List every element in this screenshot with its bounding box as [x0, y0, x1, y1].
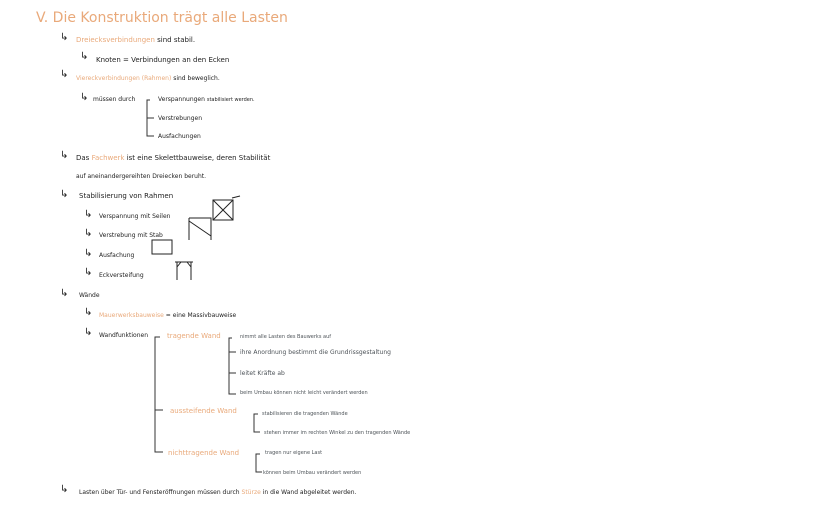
frame-sketches — [151, 195, 241, 280]
arrow-icon: ↳ — [80, 92, 89, 103]
bracket-wall-functions — [154, 336, 163, 453]
line-timber-frame: Das Fachwerk ist eine Skelettbauweise, d… — [76, 155, 270, 162]
line-tension: Verspannungen stabilisiert werden. — [158, 97, 255, 103]
arrow-icon: ↳ — [84, 209, 93, 220]
line-lintels: Lasten über Tür- und Fensteröffnungen mü… — [79, 490, 356, 496]
bracket-bracing — [253, 413, 260, 433]
wall1-item: ihre Anordnung bestimmt die Grundrissges… — [240, 349, 391, 356]
frame-cable-bracing-sketch — [212, 199, 234, 221]
wall1-item: leitet Kräfte ab — [240, 370, 285, 377]
line-stabilization: Stabilisierung von Rahmen — [79, 192, 174, 200]
text-das: Das — [76, 154, 90, 162]
term-fachwerk: Fachwerk — [91, 154, 125, 162]
term-lintels: Stürze — [241, 489, 261, 496]
term-triangles: Dreiecksverbindungen — [76, 36, 155, 44]
arrow-icon: ↳ — [84, 307, 93, 318]
text-lintels-pre: Lasten über Tür- und Fensteröffnungen mü… — [79, 489, 240, 496]
text-fachwerk-rest: ist eine Skelettbauweise, deren Stabilit… — [126, 154, 271, 162]
wall3-item: können beim Umbau verändert werden — [263, 470, 362, 476]
arrow-icon: ↳ — [84, 228, 93, 239]
line-infill: Ausfachungen — [158, 133, 201, 140]
bracket-non-load-bearing — [255, 453, 262, 473]
wall1-item: beim Umbau können nicht leicht verändert… — [240, 390, 368, 396]
arrow-icon: ↳ — [60, 150, 69, 161]
text-tension: Verspannungen — [158, 96, 205, 103]
line-must-by: müssen durch — [93, 96, 136, 103]
arrow-icon: ↳ — [80, 51, 89, 62]
text-frames-rest: sind beweglich. — [173, 75, 220, 82]
term-non-load-bearing-wall: nichttragende Wand — [168, 449, 240, 457]
wall2-item: stehen immer im rechten Winkel zu den tr… — [264, 430, 411, 436]
wall2-item: stabilisieren die tragenden Wände — [262, 411, 348, 417]
term-frames: Viereckverbindungen (Rahmen) — [76, 75, 172, 82]
arrow-icon: ↳ — [60, 288, 69, 299]
term-bracing-wall: aussteifende Wand — [170, 407, 237, 415]
line-struts: Verstrebungen — [158, 115, 203, 122]
line-walls: Wände — [79, 292, 100, 299]
line-strut-bracing: Verstrebung mit Stab — [99, 232, 163, 239]
arrow-icon: ↳ — [84, 327, 93, 338]
arrow-icon: ↳ — [60, 69, 69, 80]
frame-infill-sketch — [151, 239, 173, 255]
arrow-icon: ↳ — [60, 484, 69, 495]
line-wall-functions: Wandfunktionen — [99, 332, 149, 339]
text-masonry-rest: = eine Massivbauweise — [165, 312, 237, 319]
arrow-icon: ↳ — [84, 248, 93, 259]
line-triangles-based: auf aneinandergereihten Dreiecken beruht… — [76, 173, 207, 180]
text-triangles-rest: sind stabil. — [157, 36, 196, 44]
line-corner-stiffening: Eckversteifung — [99, 272, 144, 279]
line-frames: Viereckverbindungen (Rahmen) sind bewegl… — [76, 76, 220, 82]
text-lintels-rest: in die Wand abgeleitet werden. — [262, 489, 357, 496]
page-title: V. Die Konstruktion trägt alle Lasten — [36, 10, 288, 26]
line-triangles: Dreiecksverbindungen sind stabil. — [76, 37, 195, 44]
frame-strut-sketch — [188, 217, 212, 240]
wall3-item: tragen nur eigene Last — [265, 450, 323, 456]
term-masonry: Mauerwerksbauweise — [99, 312, 164, 319]
bracket-load-bearing — [228, 337, 236, 395]
line-infill-panel: Ausfachung — [99, 252, 135, 259]
arrow-icon: ↳ — [60, 32, 69, 43]
line-nodes: Knoten = Verbindungen an den Ecken — [96, 56, 230, 64]
frame-corner-stiffening-sketch — [175, 261, 193, 280]
line-cable-bracing: Verspannung mit Seilen — [99, 213, 171, 220]
line-masonry: Mauerwerksbauweise = eine Massivbauweise — [99, 313, 236, 319]
wall1-item: nimmt alle Lasten des Bauwerks auf — [240, 334, 332, 340]
text-stabilized: stabilisiert werden. — [206, 97, 255, 103]
arrow-icon: ↳ — [60, 189, 69, 200]
term-load-bearing-wall: tragende Wand — [167, 332, 221, 340]
arrow-icon: ↳ — [84, 267, 93, 278]
